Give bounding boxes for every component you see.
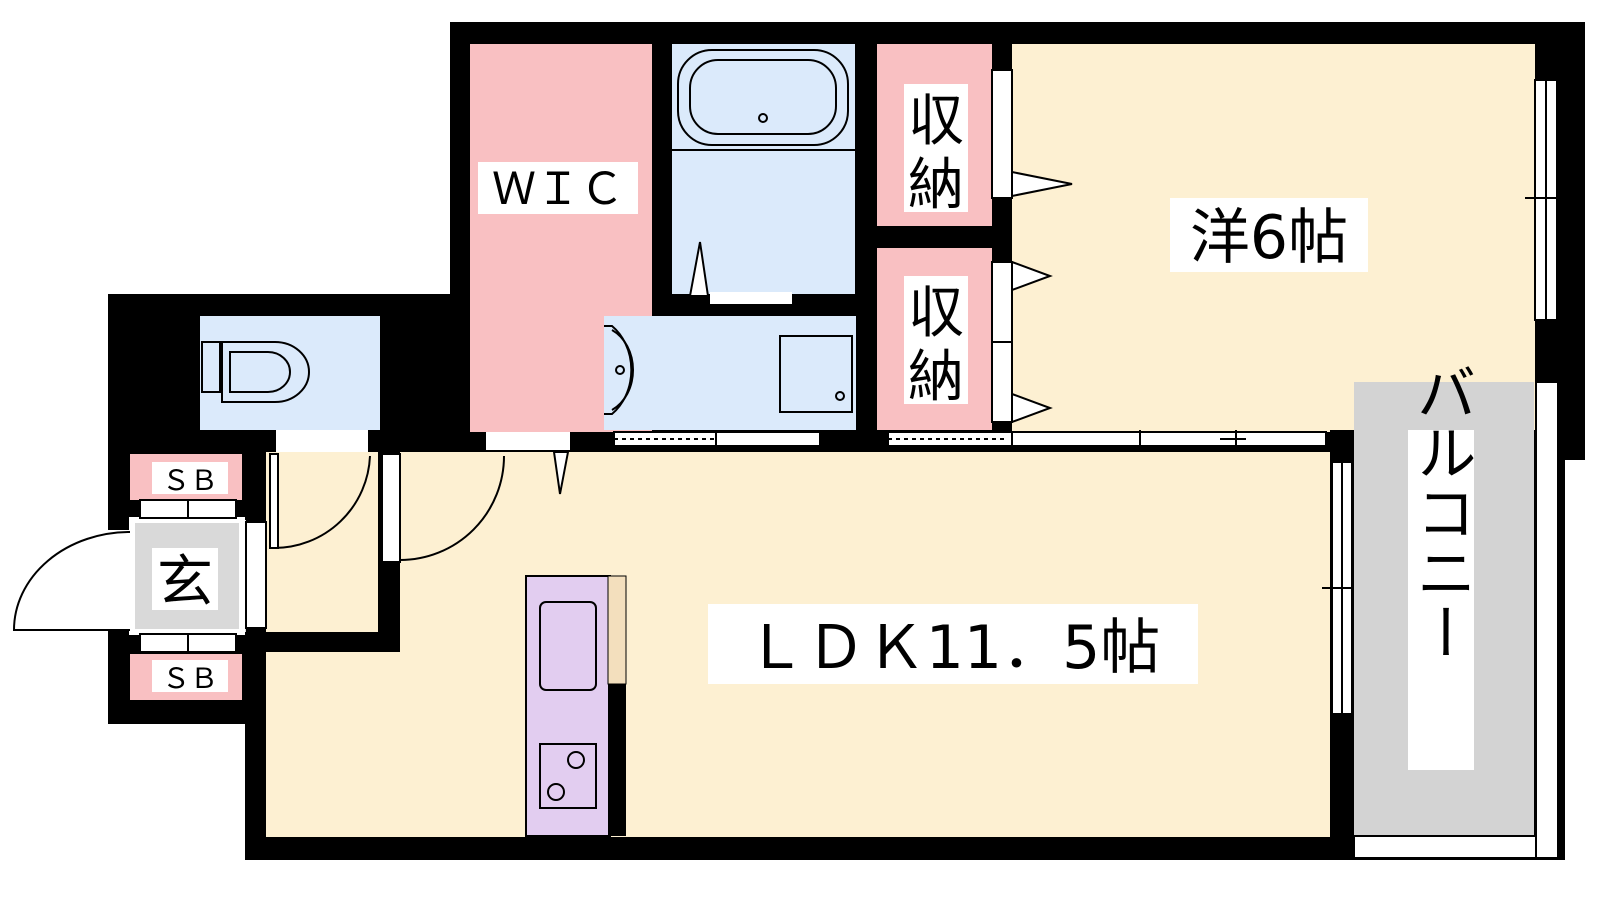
storage-lower: 収 納 [877, 248, 1053, 430]
storage-upper: 収 納 [877, 44, 1073, 226]
ldk-label: ＬＤＫ11．5帖 [746, 613, 1161, 683]
bathroom [672, 44, 855, 304]
entrance-label: 玄 [157, 550, 213, 615]
walk-in-closet: ＷＩＣ [470, 44, 652, 432]
shoebox-upper-label: ＳＢ [162, 464, 218, 497]
hallway [266, 452, 378, 632]
shoebox-lower-label: ＳＢ [162, 662, 218, 695]
balcony: バルコニー [1353, 362, 1560, 859]
toilet-room [200, 316, 380, 452]
storage-lower-label-bottom: 納 [908, 345, 964, 410]
western-room-label: 洋6帖 [1190, 203, 1348, 273]
ldk-room: ＬＤＫ11．5帖 [266, 430, 1362, 837]
wic-label: ＷＩＣ [492, 164, 624, 215]
entrance: 玄 [12, 517, 267, 635]
storage-upper-label-bottom: 納 [908, 153, 964, 218]
storage-lower-label-top: 収 [908, 281, 964, 346]
shoebox-lower: ＳＢ [130, 633, 242, 700]
washroom [604, 316, 856, 447]
western-room: 洋6帖 [1012, 44, 1565, 432]
balcony-label: バルコニー [1406, 362, 1476, 662]
shoebox-upper: ＳＢ [130, 454, 242, 519]
storage-upper-label-top: 収 [908, 89, 964, 154]
